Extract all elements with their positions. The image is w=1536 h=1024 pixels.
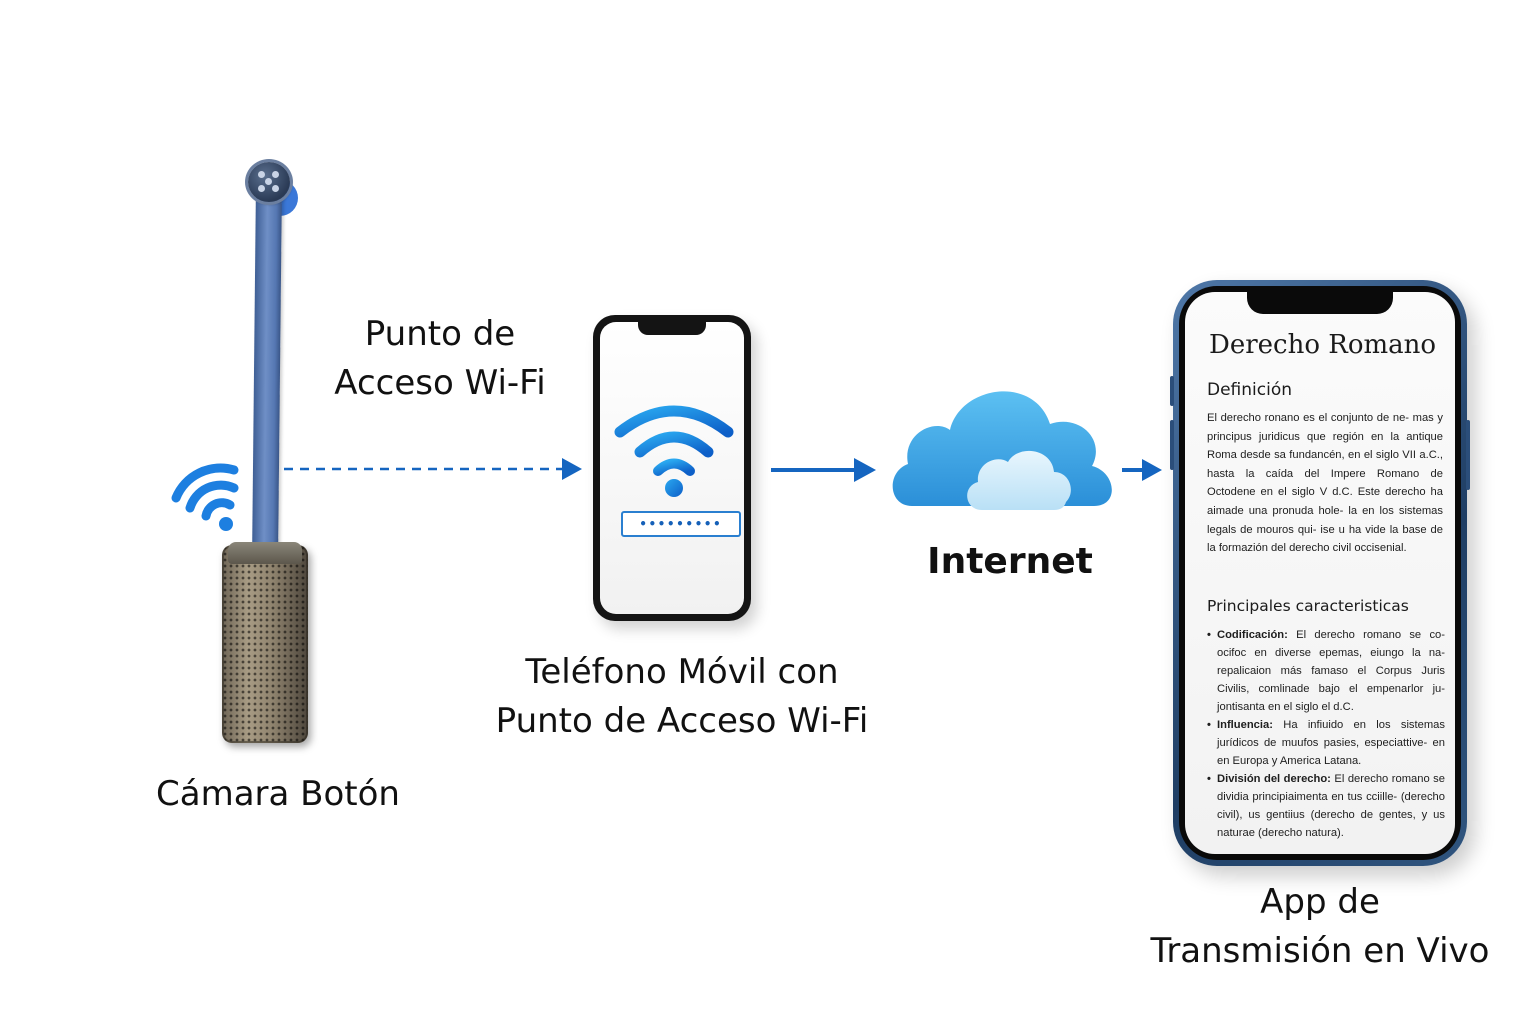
list-item-text: El derecho romano se dividia principiaim… — [1217, 773, 1445, 839]
hotspot-phone: ••••••••• — [593, 315, 751, 621]
list-item-text: El derecho romano se co- ocifoc en diver… — [1217, 629, 1445, 713]
section-heading-definition: Definición — [1207, 380, 1292, 400]
characteristics-list: Codificación: El derecho romano se co- o… — [1207, 626, 1445, 842]
internet-label: Internet — [927, 541, 1093, 582]
list-item: División del derecho: El derecho romano … — [1207, 770, 1445, 842]
hotspot-phone-screen: ••••••••• — [600, 322, 744, 614]
app-label: App de Transmisión en Vivo — [1140, 878, 1500, 977]
camera-wifi-icon — [171, 463, 239, 531]
app-label-line1: App de — [1260, 882, 1380, 922]
list-item: Influencia: Ha infiuido en los sistemas … — [1207, 716, 1445, 770]
phone-side-button — [1170, 376, 1174, 406]
arrow-right-icon — [1122, 459, 1162, 481]
list-item-term: Influencia: — [1217, 719, 1273, 731]
definition-text: El derecho ronano es el conjunto de ne- … — [1207, 412, 1443, 555]
document-title: Derecho Romano — [1209, 330, 1437, 360]
hotspot-label: Punto de Acceso Wi-Fi — [300, 310, 580, 409]
phone-notch — [1247, 292, 1393, 314]
list-item-term: División del derecho: — [1217, 773, 1331, 785]
camera-module-body — [222, 545, 308, 743]
phone-notch — [638, 321, 706, 335]
list-item-term: Codificación: — [1217, 629, 1288, 641]
list-item: Codificación: El derecho romano se co- o… — [1207, 626, 1445, 716]
dashed-arrow-icon — [284, 458, 582, 480]
camera-label: Cámara Botón — [156, 774, 400, 814]
camera-lens-icon — [248, 162, 290, 202]
streaming-app-phone: Derecho Romano Definición El derecho ron… — [1170, 280, 1470, 866]
camera-ribbon-cable — [252, 188, 282, 556]
app-label-line2: Transmisión en Vivo — [1150, 931, 1490, 972]
app-screen: Derecho Romano Definición El derecho ron… — [1185, 292, 1455, 854]
phone-label-line2: Punto de Acceso Wi-Fi — [495, 701, 869, 742]
section-heading-characteristics: Principales caracteristicas — [1207, 597, 1409, 615]
phone-label: Teléfono Móvil con Punto de Acceso Wi-Fi — [482, 648, 882, 747]
phone-label-line1: Teléfono Móvil con — [525, 652, 839, 692]
wifi-password-field[interactable]: ••••••••• — [621, 511, 741, 537]
phone-side-button — [1170, 420, 1174, 470]
list-item-text: Ha infiuido en los sistemas jurídicos de… — [1217, 719, 1445, 767]
camera-module-cap — [228, 542, 302, 564]
hotspot-label-line1: Punto de — [364, 314, 516, 354]
cloud-icon — [892, 391, 1112, 510]
phone-wifi-icon — [614, 405, 734, 497]
phone-side-button — [1466, 420, 1470, 490]
arrow-right-icon — [771, 458, 876, 482]
hotspot-label-line2: Acceso Wi-Fi — [334, 363, 546, 404]
